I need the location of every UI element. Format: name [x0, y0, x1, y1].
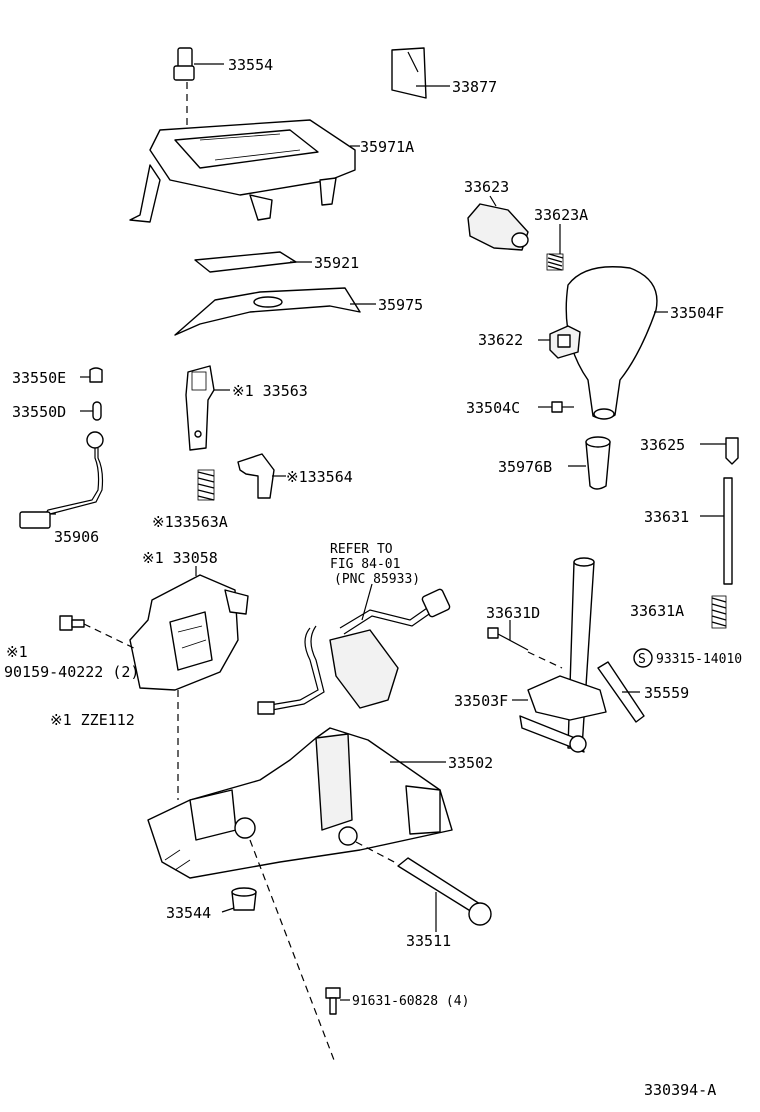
part-33631A-spring — [711, 595, 727, 629]
label-33502: 33502 — [448, 754, 493, 772]
label-33564: ※133564 — [286, 468, 353, 486]
part-33622-button-cover — [538, 325, 581, 359]
label-33503F: 33503F — [454, 692, 508, 710]
part-33563A-spring — [197, 469, 215, 501]
label-35971A: 35971A — [360, 138, 414, 156]
label-33554: 33554 — [228, 56, 273, 74]
label-90159: 90159-40222 (2) — [4, 663, 139, 681]
part-35976B-sleeve — [568, 436, 611, 490]
label-33058: ※1 33058 — [142, 549, 218, 567]
part-33511-shaft-pin — [355, 841, 492, 932]
part-33623-button — [467, 195, 529, 251]
part-35921-gasket — [194, 251, 312, 273]
part-90159-bolt — [59, 615, 139, 651]
part-33504F-shift-knob — [565, 266, 668, 420]
label-33511: 33511 — [406, 932, 451, 950]
label-93315-mark: S — [638, 652, 646, 667]
label-35906: 35906 — [54, 528, 99, 546]
part-33554-clip — [173, 47, 224, 130]
part-33550E-cap — [80, 367, 103, 383]
part-35559-link — [597, 661, 645, 723]
label-35559: 35559 — [644, 684, 689, 702]
part-33631-rod — [700, 477, 733, 585]
label-33625: 33625 — [640, 436, 685, 454]
label-33504F: 33504F — [670, 304, 724, 322]
part-33877-tag — [391, 47, 450, 99]
part-33623A-spring — [546, 224, 564, 271]
label-33550D: 33550D — [12, 403, 66, 421]
refer-line-3: (PNC 85933) — [334, 572, 420, 587]
label-33877: 33877 — [452, 78, 497, 96]
part-35975-slide-plate — [174, 287, 376, 336]
figure-id: 330394-A — [644, 1081, 716, 1099]
part-shift-lock-solenoid — [257, 583, 451, 715]
label-33631D: 33631D — [486, 604, 540, 622]
part-33564-lever — [237, 453, 286, 499]
label-35921: 35921 — [314, 254, 359, 272]
label-33563: ※1 33563 — [232, 382, 308, 400]
label-33504C: 33504C — [466, 399, 520, 417]
label-33544: 33544 — [166, 904, 211, 922]
part-33504C-screw — [538, 401, 574, 413]
label-33623: 33623 — [464, 178, 509, 196]
part-93315-washer — [633, 648, 653, 668]
label-35976B: 35976B — [498, 458, 552, 476]
label-33623A: 33623A — [534, 206, 588, 224]
label-33550E: 33550E — [12, 369, 66, 387]
part-33550D-bulb — [80, 401, 102, 421]
part-33503F-shift-lever — [512, 557, 607, 753]
note-zze112: ※1 ZZE112 — [50, 711, 135, 729]
part-35971A-indicator-housing — [129, 119, 360, 223]
part-35906-wire-harness — [19, 431, 104, 529]
refer-line-1: REFER TO — [330, 542, 393, 557]
part-33625-pin — [700, 437, 739, 465]
label-33631: 33631 — [644, 508, 689, 526]
part-33502-base-housing — [147, 727, 453, 879]
label-91631: 91631-60828 (4) — [352, 994, 469, 1009]
part-33544-grommet — [221, 887, 257, 913]
label-33631A: 33631A — [630, 602, 684, 620]
label-93315: 93315-14010 — [656, 652, 742, 667]
note-mark: ※1 — [6, 643, 28, 661]
part-91631-bolt — [249, 839, 350, 1061]
part-33563-plunger — [185, 365, 230, 451]
label-33563A: ※133563A — [152, 513, 228, 531]
refer-line-2: FIG 84-01 — [330, 557, 400, 572]
label-35975: 35975 — [378, 296, 423, 314]
part-33058-bracket — [129, 566, 249, 691]
label-33622: 33622 — [478, 331, 523, 349]
part-33631D-pin — [487, 620, 563, 669]
